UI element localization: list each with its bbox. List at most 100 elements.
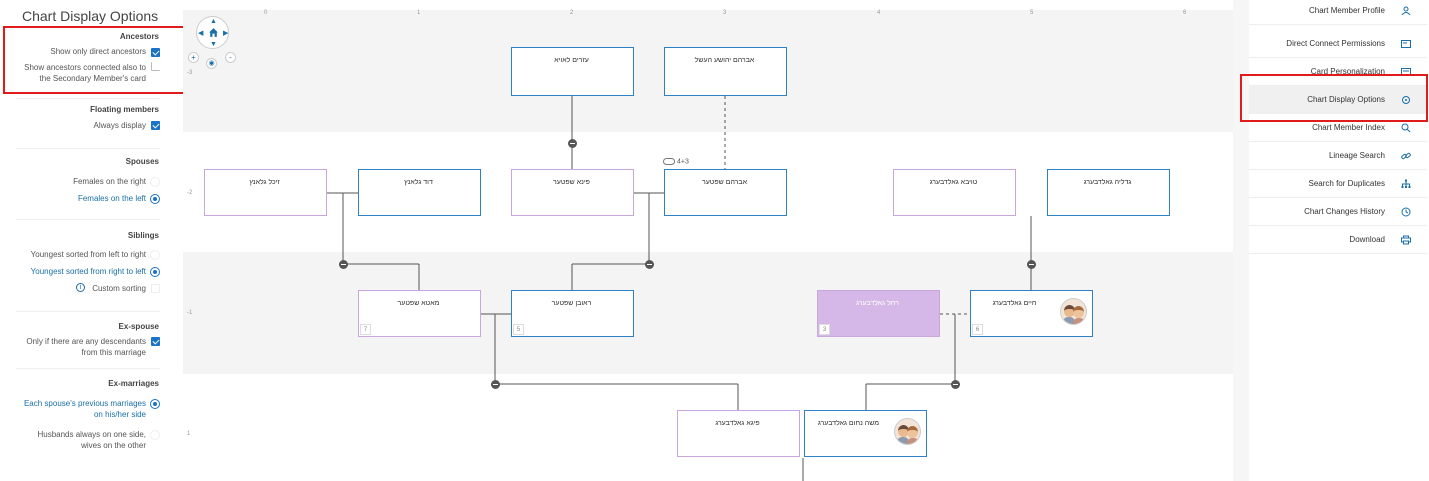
exspouse-heading: Ex-spouse [118, 322, 159, 331]
member-name: זיכל גלאנץ [249, 179, 280, 186]
info-icon[interactable]: i [76, 283, 85, 292]
menu-item-chart-display-options[interactable]: Chart Display Options [1249, 86, 1427, 114]
menu-item-label: Download [1349, 235, 1385, 244]
member-name: עזרים לאויא [554, 57, 589, 64]
union-node[interactable] [339, 260, 348, 269]
menu-item-download[interactable]: Download [1249, 226, 1427, 254]
siblings-custom-checkbox[interactable] [151, 284, 160, 293]
exmarriages-husbands-radio[interactable] [150, 430, 160, 440]
cloud-icon [663, 158, 675, 165]
row-label: -2 [187, 190, 193, 196]
zoom-out-button[interactable]: - [225, 52, 236, 63]
pan-down-icon[interactable]: ▼ [210, 41, 217, 48]
member-name: מאטא שפטער [397, 300, 440, 307]
exmarriages-heading: Ex-marriages [108, 379, 159, 388]
siblings-rtl-radio[interactable] [150, 267, 160, 277]
member-card[interactable]: פיגא גאלדבערג [677, 410, 800, 457]
row-label: 1 [187, 431, 191, 437]
member-name: אברהם שפטער [701, 179, 747, 186]
id-card-icon [1401, 40, 1411, 48]
member-card[interactable]: משה נחום גאלדבערג [804, 410, 927, 457]
union-node[interactable] [491, 380, 500, 389]
column-label: 0 [264, 10, 268, 16]
menu-item-card-personalization[interactable]: Card Personalization [1249, 58, 1427, 86]
siblings-rtl-label: Youngest sorted from right to left [30, 267, 146, 276]
member-name: גדליה גאלדבערג [1083, 179, 1132, 186]
collapsed-count[interactable]: 4+3 [663, 158, 689, 165]
member-name: טויבא גאלדבערג [929, 179, 978, 186]
ancestors-direct-checkbox[interactable] [151, 48, 160, 57]
siblings-custom-label: Custom sorting [92, 284, 146, 293]
exspouse-only-checkbox[interactable] [151, 337, 160, 346]
member-card[interactable]: גדליה גאלדבערג [1047, 169, 1170, 216]
divider [16, 148, 160, 149]
spouses-left-radio[interactable] [150, 194, 160, 204]
ancestors-secondary-label: Show ancestors connected also to the Sec… [24, 63, 146, 83]
member-badge: 3 [819, 324, 830, 335]
member-card[interactable]: רחל גאלדבערג 3 [817, 290, 940, 337]
zoom-in-button[interactable]: + [188, 52, 199, 63]
ancestors-secondary-checkbox[interactable] [151, 62, 160, 71]
floating-always-checkbox[interactable] [151, 121, 160, 130]
union-node[interactable] [568, 139, 577, 148]
exmarriages-each-radio[interactable] [150, 399, 160, 409]
member-name: חיים גאלדבערג [992, 300, 1037, 307]
member-name: דוד גלאנץ [404, 179, 433, 186]
floating-always-label: Always display [93, 121, 146, 130]
menu-item-chart-member-profile[interactable]: Chart Member Profile [1249, 0, 1427, 25]
union-node[interactable] [645, 260, 654, 269]
member-card[interactable]: דוד גלאנץ [358, 169, 481, 216]
exspouse-only-label: Only if there are any descendants from t… [26, 337, 146, 357]
siblings-ltr-radio[interactable] [150, 250, 160, 260]
row-label: -1 [187, 310, 193, 316]
member-card[interactable]: אברהם שפטער [664, 169, 787, 216]
avatar [894, 418, 921, 445]
member-badge: 6 [972, 324, 983, 335]
member-card[interactable]: מאטא שפטער 7 [358, 290, 481, 337]
menu-item-label: Card Personalization [1310, 67, 1385, 76]
menu-item-label: Chart Display Options [1307, 95, 1385, 104]
member-card[interactable]: עזרים לאויא [511, 47, 634, 96]
menu-item-chart-changes-history[interactable]: Chart Changes History [1249, 198, 1427, 226]
eye-icon[interactable]: ◉ [206, 58, 217, 69]
menu-item-search-for-duplicates[interactable]: Search for Duplicates [1249, 170, 1427, 198]
home-icon[interactable] [208, 27, 219, 38]
menu-item-label: Chart Changes History [1304, 207, 1385, 216]
avatar [1060, 298, 1087, 325]
siblings-ltr-label: Youngest sorted from left to right [30, 250, 146, 259]
menu-item-label: Chart Member Profile [1308, 6, 1385, 15]
spouses-right-radio[interactable] [150, 177, 160, 187]
menu-item-chart-member-index[interactable]: Chart Member Index [1249, 114, 1427, 142]
card-edit-icon [1401, 68, 1411, 76]
person-icon [1401, 6, 1411, 16]
member-card[interactable]: פינא שפטער [511, 169, 634, 216]
member-card[interactable]: זיכל גלאנץ [204, 169, 327, 216]
pan-right-icon[interactable]: ▶ [223, 30, 229, 37]
column-label: 4 [877, 10, 881, 16]
member-name: פינא שפטער [553, 179, 590, 186]
member-badge: 7 [360, 324, 371, 335]
member-card[interactable]: ראובן שפטער 5 [511, 290, 634, 337]
member-card[interactable]: אברהם יהושע העשל [664, 47, 787, 96]
ancestors-heading: Ancestors [119, 32, 159, 41]
link-icon [1401, 152, 1411, 160]
family-chart-canvas[interactable]: 0 1 2 3 4 5 6 -3 -2 -1 1 [183, 0, 1233, 481]
divider [16, 368, 160, 369]
menu-item-label: Chart Member Index [1312, 123, 1385, 132]
pan-left-icon[interactable]: ◀ [198, 30, 204, 37]
menu-item-direct-connect-permissions[interactable]: Direct Connect Permissions [1249, 30, 1427, 58]
pan-control[interactable]: ▲ ◀ ▶ ▼ [196, 16, 229, 49]
floating-heading: Floating members [90, 105, 159, 114]
member-name: משה נחום גאלדבערג [817, 420, 880, 427]
menu-item-lineage-search[interactable]: Lineage Search [1249, 142, 1427, 170]
member-card[interactable]: טויבא גאלדבערג [893, 169, 1016, 216]
column-label: 2 [570, 10, 574, 16]
member-card[interactable]: חיים גאלדבערג 6 [970, 290, 1093, 337]
union-node[interactable] [1027, 260, 1036, 269]
union-node[interactable] [951, 380, 960, 389]
ancestors-direct-label: Show only direct ancestors [50, 47, 146, 56]
pan-up-icon[interactable]: ▲ [210, 18, 217, 25]
spouses-left-label: Females on the left [77, 194, 146, 203]
menu-item-label: Direct Connect Permissions [1286, 39, 1385, 48]
